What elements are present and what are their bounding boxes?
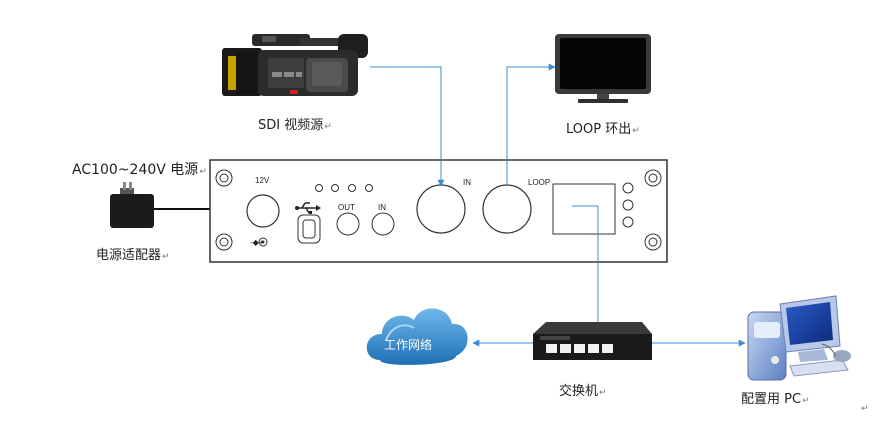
power-adapter-icon xyxy=(110,182,154,228)
switch-label: 交换机↵ xyxy=(559,384,607,399)
ethernet-port xyxy=(552,183,616,235)
in-port xyxy=(371,212,395,236)
camera-label: SDI 视频源↵ xyxy=(258,118,332,133)
usb-port xyxy=(297,214,321,244)
end-paragraph-mark: ↵ xyxy=(861,404,869,414)
power-jack xyxy=(246,194,280,228)
usb-icon xyxy=(295,202,321,214)
polarity-label: -◆+ xyxy=(250,238,264,247)
pc-icon xyxy=(747,295,851,381)
device-rear-panel xyxy=(209,159,668,263)
switch-icon xyxy=(533,322,652,360)
loop-output-arrow xyxy=(506,63,556,186)
loop-label: LOOP xyxy=(528,178,551,187)
pc-label: 配置用 PC↵ xyxy=(741,392,810,407)
sdi-input-arrow xyxy=(370,66,445,187)
sdi-in-label: IN xyxy=(463,178,471,187)
out-port-label: OUT xyxy=(338,203,355,212)
status-leds xyxy=(315,184,373,192)
monitor-icon xyxy=(555,34,651,103)
adapter-label: 电源适配器↵ xyxy=(96,248,170,263)
polarity-symbol xyxy=(258,237,268,247)
camera-icon xyxy=(222,34,368,96)
in-port-label: IN xyxy=(378,203,386,212)
screw-icon xyxy=(215,169,662,251)
network-down-arrow xyxy=(572,205,602,330)
power-spec-label: AC100~240V 电源↵ xyxy=(72,162,207,178)
cloud-icon xyxy=(366,308,468,365)
signal-connections xyxy=(370,63,746,347)
cloud-label: 工作网络 xyxy=(384,338,433,352)
out-port xyxy=(336,212,360,236)
power-port-label: 12V xyxy=(255,176,270,185)
monitor-label: LOOP 环出↵ xyxy=(566,122,640,137)
